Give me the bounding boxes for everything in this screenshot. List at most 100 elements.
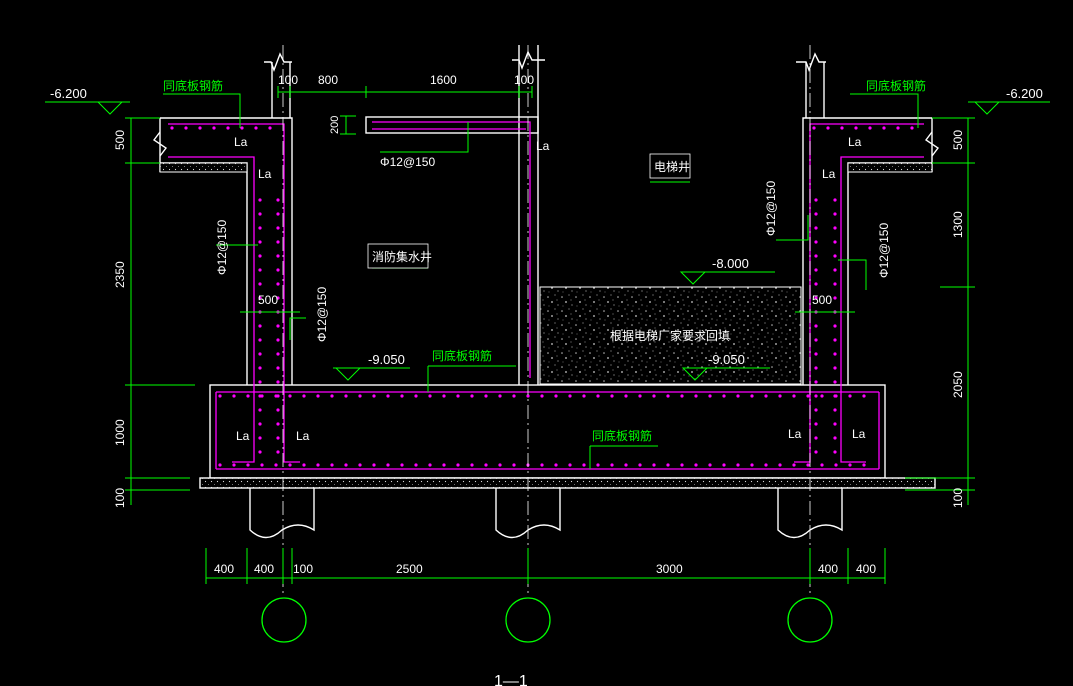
rebar-dot (624, 394, 628, 398)
rebar-dot (833, 212, 837, 216)
rebar-dot (372, 463, 376, 467)
rebar-dot (258, 366, 262, 370)
rebar-dot (814, 338, 818, 342)
rebar-dot (736, 463, 740, 467)
rebar-dot (833, 240, 837, 244)
dim-bottom-3000: 3000 (656, 562, 683, 576)
dim-right-100: 100 (951, 488, 965, 508)
rebar-dot (344, 463, 348, 467)
note-phi-left-wall: Φ12@150 (215, 220, 229, 275)
rebar-dot (834, 463, 838, 467)
la-label: La (848, 135, 862, 149)
rebar-dot (400, 394, 404, 398)
rebar-dot (470, 463, 474, 467)
rebar-dot (344, 394, 348, 398)
rebar-dot (814, 380, 818, 384)
rebar-dot (868, 126, 872, 130)
dim-bottom-400a: 400 (214, 562, 234, 576)
rebar-dot (276, 352, 280, 356)
rebar-dot (218, 394, 222, 398)
rebar-dot (582, 463, 586, 467)
grid-axis-bubbles (261, 597, 833, 643)
rebar-dot (268, 126, 272, 130)
rebar-dot (212, 126, 216, 130)
rebar-dot (428, 394, 432, 398)
rebar-dot (232, 394, 236, 398)
rebar-dot (833, 226, 837, 230)
rebar-dot (258, 198, 262, 202)
rebar-dot (833, 436, 837, 440)
note-phi-right-outer: Φ12@150 (877, 223, 891, 278)
rebar-dot (276, 422, 280, 426)
rebar-dot (258, 324, 262, 328)
rebar-dot (568, 394, 572, 398)
dim-bottom-400c: 400 (818, 562, 838, 576)
rebar-dot (814, 422, 818, 426)
rebar-dot (414, 463, 418, 467)
rebar-dot (258, 380, 262, 384)
dim-bottom-400d: 400 (856, 562, 876, 576)
rebar-dot (184, 126, 188, 130)
rebar-dot (246, 394, 250, 398)
rebar-dot (258, 436, 262, 440)
rebar-dot (840, 126, 844, 130)
rebar-dot (276, 226, 280, 230)
rebar-dot (792, 394, 796, 398)
room-label-box-right (649, 153, 691, 179)
dim-left-2350: 2350 (113, 261, 127, 288)
rebar-dot (330, 463, 334, 467)
rebar-dot (833, 450, 837, 454)
rebar-dot (540, 463, 544, 467)
dim-right-500: 500 (951, 130, 965, 150)
rebar-dot (276, 436, 280, 440)
rebar-dot (814, 282, 818, 286)
rebar-dot (276, 324, 280, 328)
rebar-dot (276, 296, 280, 300)
rebar-dot (764, 394, 768, 398)
rebar-dot (806, 394, 810, 398)
rebar-dot (540, 394, 544, 398)
rebar-dot (198, 126, 202, 130)
dim-left-100: 100 (113, 488, 127, 508)
blinding-layer (199, 477, 936, 489)
rebar-dot (258, 254, 262, 258)
note-phi-right-wall: Φ12@150 (764, 181, 778, 236)
dim-left-1000: 1000 (113, 419, 127, 446)
axis-bubble-3 (787, 597, 833, 643)
concrete-structure (152, 45, 940, 539)
rebar-dot (258, 408, 262, 412)
dim-top-1600: 1600 (430, 73, 457, 87)
rebar-dot (814, 198, 818, 202)
rebar-dot (554, 463, 558, 467)
rebar-dot (814, 296, 818, 300)
rebar-dot (258, 212, 262, 216)
rebar-dot (232, 463, 236, 467)
rebar-dot (814, 394, 818, 398)
rebar-dot (708, 394, 712, 398)
right-slab-cushion (847, 162, 933, 173)
rebar-dot (526, 394, 530, 398)
rebar-dot (624, 463, 628, 467)
rebar-dots (170, 126, 914, 467)
rebar-dot (596, 463, 600, 467)
rebar-dot (814, 366, 818, 370)
room-fire-pool: 消防集水井 (372, 249, 432, 264)
rebar-dot (316, 463, 320, 467)
rebar-lines (168, 121, 924, 470)
rebar-dot (750, 463, 754, 467)
rebar-dot (316, 394, 320, 398)
rebar-dot (258, 296, 262, 300)
note-same-slab-bottom: 同底板钢筋 (592, 428, 652, 443)
dim-top-100b: 100 (514, 73, 534, 87)
rebar-dot (814, 352, 818, 356)
pile-left (249, 488, 315, 539)
wall-break-left (264, 52, 292, 72)
rebar-dot (652, 394, 656, 398)
elev-right-top: -6.200 (1006, 86, 1043, 101)
dimension-lines (45, 86, 1050, 584)
rebar-dot (680, 394, 684, 398)
rebar-dot (288, 394, 292, 398)
wall-break-mid (512, 50, 545, 70)
rebar-dot (554, 394, 558, 398)
